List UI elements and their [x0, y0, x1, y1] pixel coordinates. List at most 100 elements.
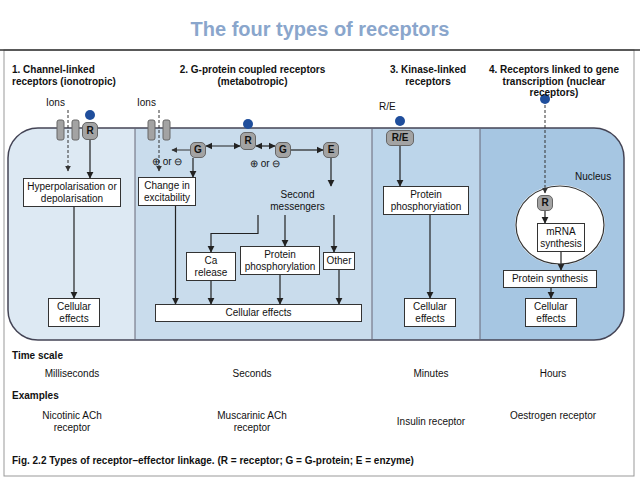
annotation-label: Nicotinic ACh receptor	[32, 410, 112, 433]
connector-arrow	[279, 275, 280, 304]
figure-frame	[4, 50, 634, 476]
node-text: G	[279, 144, 287, 156]
cell-membrane	[8, 128, 624, 340]
nucleus-ellipse	[516, 186, 604, 264]
node-text: Cellular effects	[529, 301, 573, 324]
channel-subunit	[163, 120, 170, 140]
process-box: Protein phosphorylation	[240, 246, 320, 275]
effect-box: Cellular effects	[155, 304, 362, 322]
annotation-label: R/E	[379, 101, 401, 113]
column-divider	[480, 128, 481, 340]
g-channel-arrow	[172, 150, 190, 151]
g-protein: G	[275, 142, 291, 158]
connector-arrow	[284, 215, 285, 246]
ligand-dot	[85, 110, 95, 120]
receptor: R	[240, 132, 256, 150]
cell-band	[8, 128, 624, 340]
connector-arrow	[89, 140, 90, 178]
connector-arrow	[544, 211, 545, 223]
connector-arrow	[192, 158, 193, 177]
annotation-label: Muscarinic ACh receptor	[207, 410, 297, 433]
connector-arrow	[560, 252, 561, 270]
node-text: Protein phosphoryiation	[387, 189, 465, 212]
process-box: Ca release	[186, 252, 236, 281]
node-text: G	[194, 144, 202, 156]
receptor: R	[537, 195, 553, 211]
effect-box: Cellular effects	[404, 298, 456, 327]
receptor-enzyme: R/E	[386, 130, 414, 146]
process-box: Protein synthesis	[503, 270, 597, 288]
node-text: R	[541, 197, 548, 209]
process-box: Other	[323, 252, 355, 270]
figure-caption: Fig. 2.2 Types of receptor–effector link…	[12, 455, 628, 467]
annotation-label: Milliseconds	[22, 368, 122, 380]
column-heading: 1. Channel-linked receptors (ionotropic)	[12, 64, 134, 87]
node-text: Protein synthesis	[512, 273, 588, 285]
connector-arrow	[206, 145, 240, 146]
node-text: R	[86, 125, 93, 137]
channel-subunit	[148, 120, 155, 140]
column-heading: 4. Receptors linked to gene transcriptio…	[484, 64, 624, 99]
g-protein: G	[190, 142, 206, 158]
ion-flow-arrow	[68, 110, 69, 171]
annotation-label: ⊕ or ⊖	[250, 158, 286, 170]
connector-arrow	[429, 215, 430, 298]
messenger-text: Second messengers	[250, 186, 345, 215]
connector-arrow	[210, 281, 211, 304]
connector-arrow	[291, 149, 323, 150]
node-text: R	[244, 135, 251, 147]
node-text: R/E	[392, 132, 409, 144]
column-heading: 3. Kinase-linked receptors	[378, 64, 478, 87]
receptor: R	[82, 122, 98, 140]
top-rule	[0, 49, 640, 51]
ligand-entry-arrow	[545, 105, 546, 193]
annotation-label: Seconds	[202, 368, 302, 380]
process-box: Change in excitability	[138, 177, 196, 206]
effect-box: Cellular effects	[525, 298, 577, 327]
connector-arrow	[550, 288, 551, 299]
connector-arrow	[73, 207, 74, 298]
node-text: Cellular effects	[52, 301, 96, 324]
process-box: mRNA synthesis	[537, 223, 585, 252]
ligand-dot	[395, 116, 405, 126]
page-title: The four types of receptors	[20, 18, 620, 41]
node-text: E	[328, 144, 335, 156]
enzyme: E	[323, 142, 339, 158]
connector-arrow	[330, 158, 331, 186]
annotation-label: Ions	[137, 97, 161, 109]
nucleus-ground	[515, 185, 605, 265]
node-text: Protein phosphorylation	[244, 249, 316, 272]
column-heading: 2. G-protein coupled receptors (metabotr…	[145, 64, 360, 87]
connector-arrow	[399, 146, 400, 186]
annotation-label: Examples	[12, 390, 102, 402]
process-box: Hyperpolarisation or depolarisation	[23, 178, 121, 207]
process-box: Protein phosphoryiation	[383, 186, 469, 215]
node-text: Change in excitability	[142, 180, 192, 203]
annotation-label: Insulin receptor	[376, 416, 486, 428]
annotation-label: Oestrogen receptor	[503, 410, 603, 422]
annotation-label: Ions	[46, 97, 70, 109]
node-text: Ca release	[190, 255, 232, 278]
node-text: Second messengers	[252, 189, 343, 212]
effect-box: Cellular effects	[48, 298, 100, 327]
node-text: mRNA synthesis	[540, 226, 582, 249]
column-divider	[135, 128, 136, 340]
channel-subunit	[72, 120, 79, 140]
channel-subunit	[57, 120, 64, 140]
annotation-label: Hours	[503, 368, 603, 380]
connector-arrow	[333, 215, 334, 252]
nucleus: NucleusRmRNA synthesis	[515, 185, 605, 265]
connector-arrow	[338, 270, 339, 305]
ligand-dot	[243, 119, 253, 129]
node-text: Cellular effects	[408, 301, 452, 324]
node-text: Hyperpolarisation or depolarisation	[27, 181, 117, 204]
connector-arrow	[256, 145, 275, 146]
node-text: Cellular effects	[226, 307, 292, 319]
column-divider	[372, 128, 373, 340]
node-text: Other	[327, 255, 352, 267]
annotation-label: ⊕ or ⊖	[152, 156, 188, 168]
annotation-label: Minutes	[376, 368, 486, 380]
node-text: Nucleus	[575, 171, 611, 183]
annotation-label: Time scale	[12, 350, 102, 362]
